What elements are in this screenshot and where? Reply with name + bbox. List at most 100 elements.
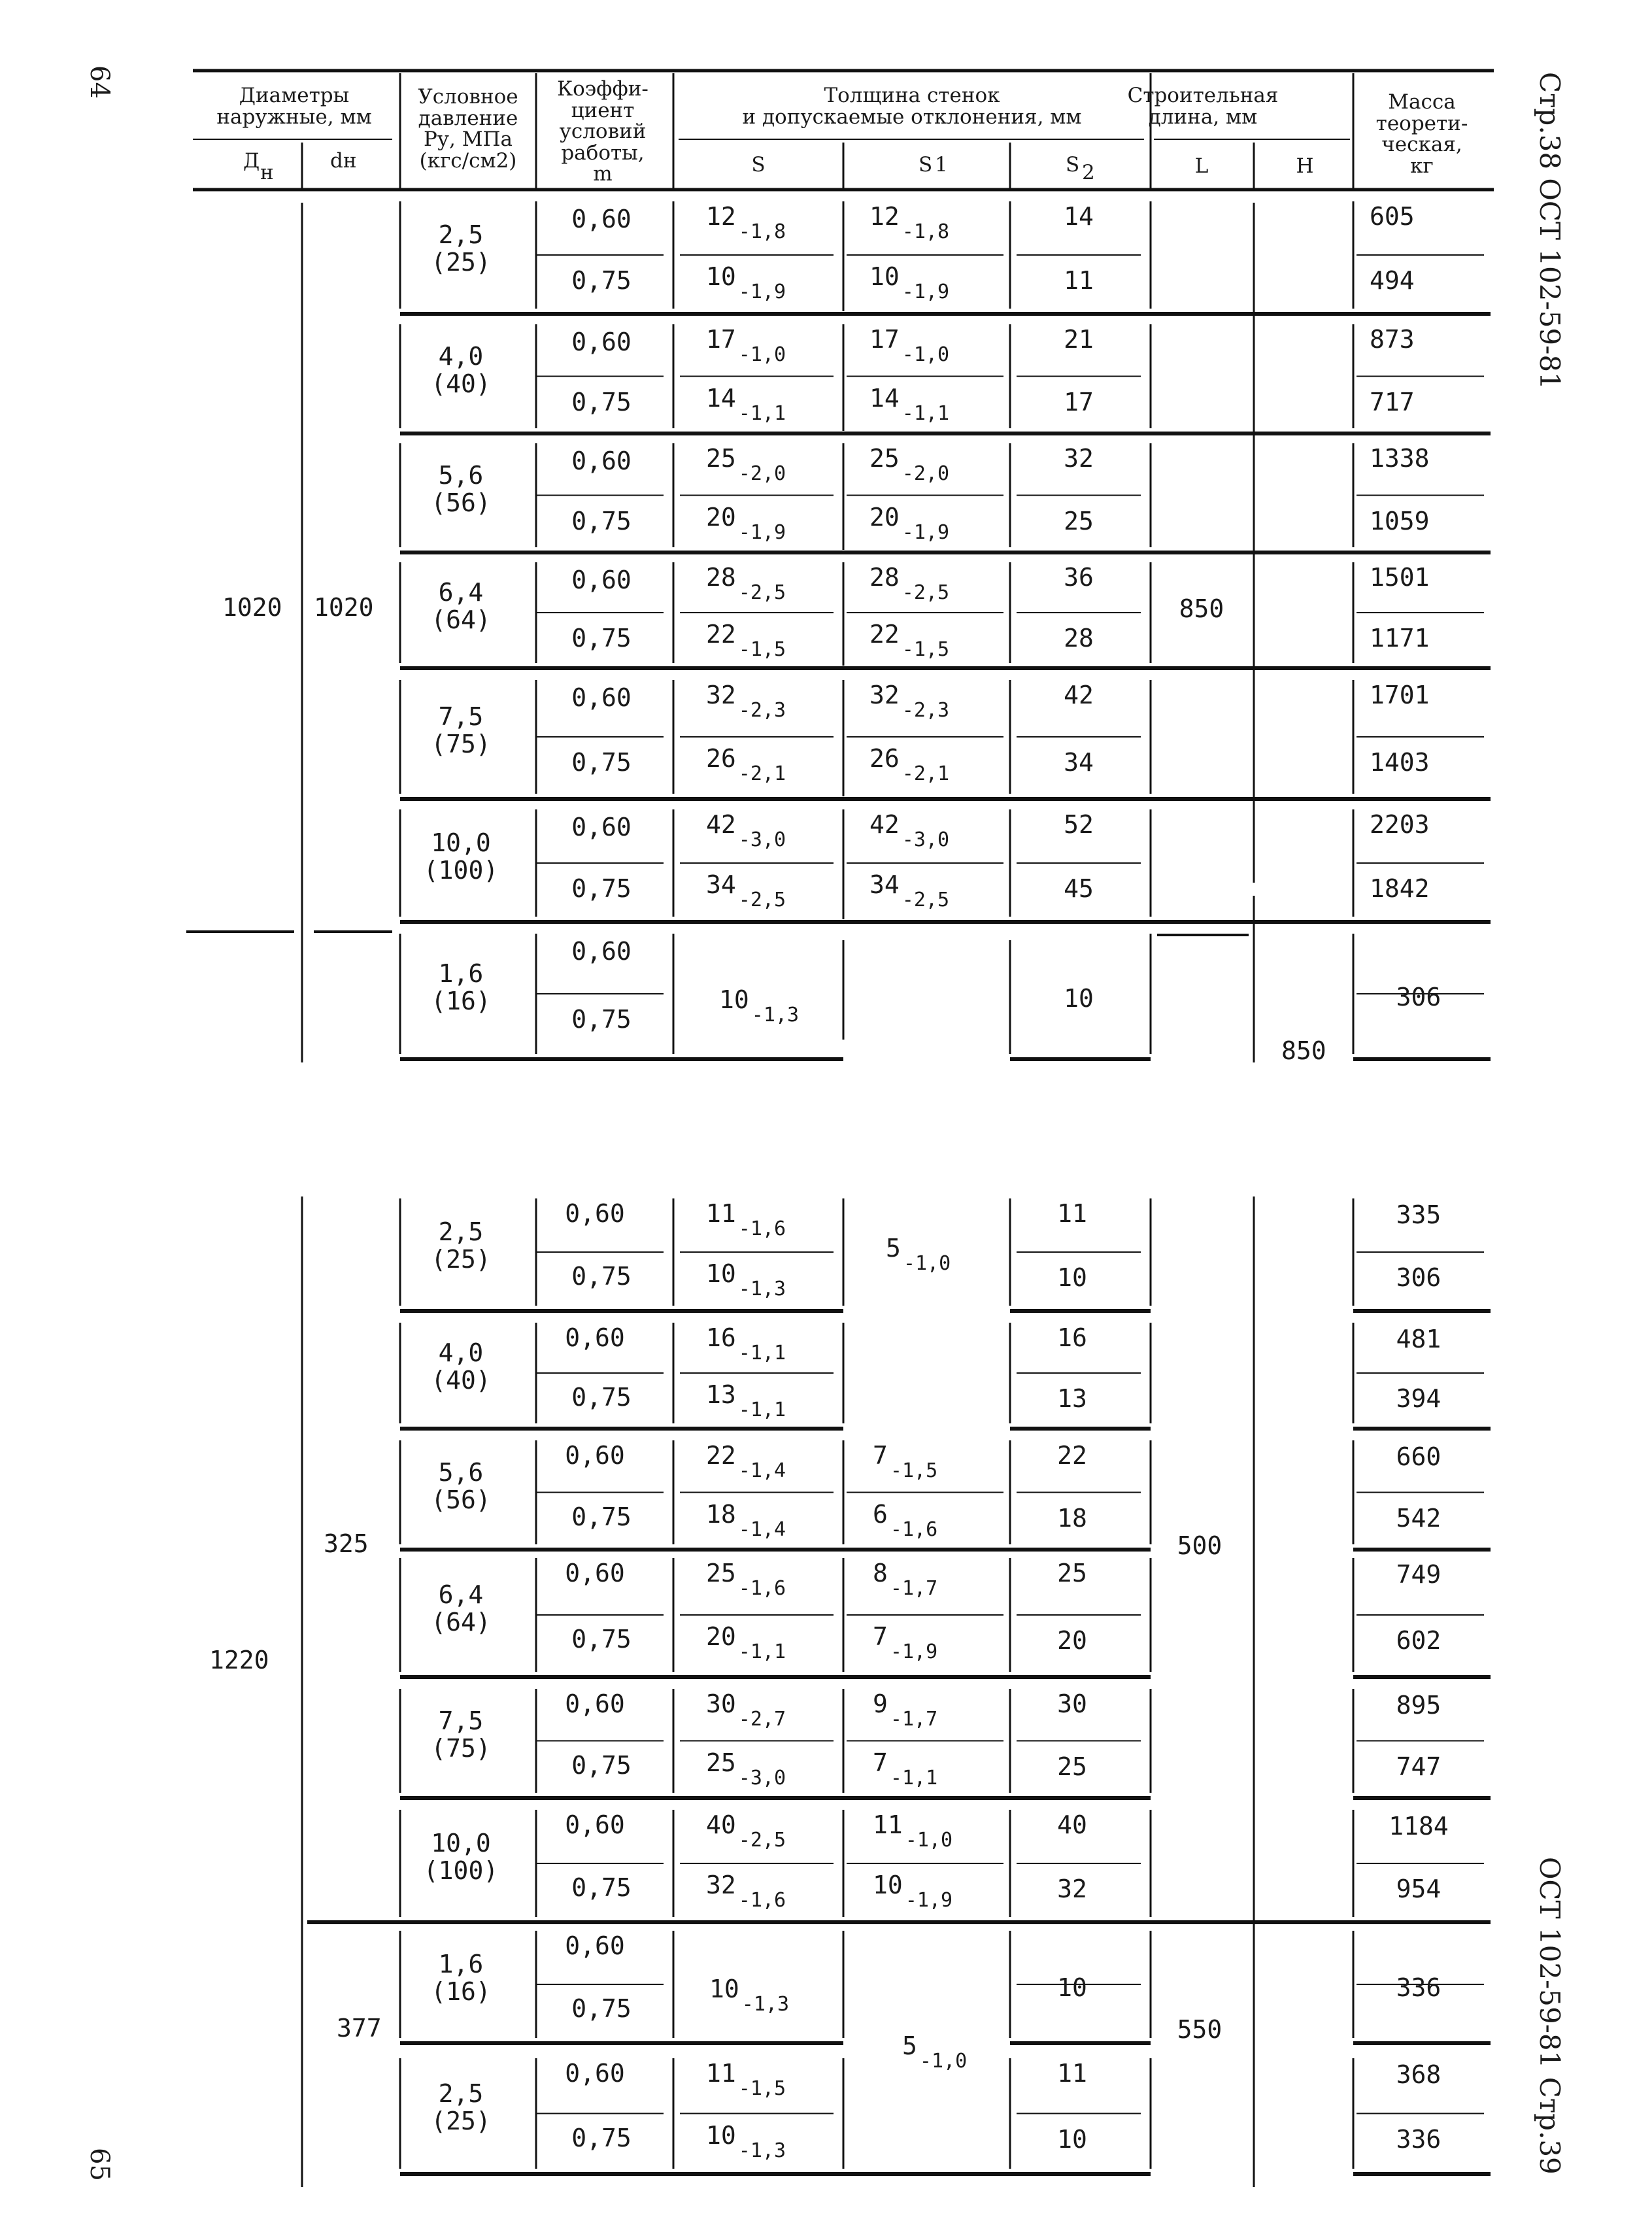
pressure-kgf: (40) — [431, 369, 491, 398]
wall-s-value: 10-1,3 — [719, 985, 800, 1027]
pressure-kgf: (16) — [431, 987, 491, 1015]
mass-value: 605 — [1370, 202, 1415, 231]
wall-s2-value: 28 — [1064, 624, 1094, 653]
pressure-mpa: 6,4 — [438, 1580, 484, 1609]
pressure-mpa: 4,0 — [438, 1338, 484, 1367]
coef-value: 0,60 — [571, 205, 632, 233]
wall-s1-value: 6-1,6 — [873, 1499, 938, 1541]
header-H: H — [1296, 154, 1314, 178]
length-L-850: 850 — [1179, 594, 1224, 623]
wall-s-value: 10-1,3 — [706, 2120, 786, 2162]
pressure-kgf: (64) — [431, 1608, 491, 1637]
mass-value: 1842 — [1370, 874, 1430, 903]
wall-s1-value: 11-1,0 — [873, 1810, 953, 1852]
branch-diameter-325: 325 — [324, 1529, 369, 1558]
wall-s2-value: 11 — [1064, 266, 1094, 295]
wall-s2-value: 10 — [1057, 2124, 1087, 2154]
wall-s-value: 13-1,1 — [706, 1380, 786, 1421]
wall-s1-value: 7-1,9 — [873, 1622, 938, 1663]
wall-s-value: 20-1,1 — [706, 1622, 786, 1663]
wall-s2-value: 10 — [1057, 1263, 1087, 1292]
wall-s-value: 25-3,0 — [706, 1748, 786, 1790]
pressure-mpa: 1,6 — [438, 959, 484, 988]
pressure-mpa: 4,0 — [438, 341, 484, 371]
branch-diameter-377: 377 — [337, 2014, 382, 2043]
wall-s-value: 25-2,0 — [706, 444, 786, 485]
coef-value: 0,75 — [571, 2123, 632, 2152]
coef-value: 0,60 — [571, 566, 632, 594]
mass-value: 1171 — [1370, 624, 1430, 653]
wall-s1-value: 32-2,3 — [869, 681, 950, 722]
pressure-kgf: (75) — [431, 1733, 491, 1763]
coef-value: 0,60 — [565, 1689, 625, 1718]
pressure-kgf: (56) — [431, 1485, 491, 1514]
wall-s1-shared-value: 5-1,0 — [902, 2031, 968, 2073]
wall-s-value: 25-1,6 — [706, 1559, 786, 1600]
mass-value: 494 — [1370, 266, 1415, 295]
coef-value: 0,75 — [571, 874, 632, 903]
pressure-kgf: (100) — [423, 856, 499, 885]
side-label-bottom: ОСТ 102-59-81 Стр.39 — [1534, 1857, 1566, 2175]
page-number-left: 64 — [84, 65, 114, 99]
wall-s1-value: 10-1,9 — [869, 262, 950, 303]
coef-value: 0,60 — [571, 447, 632, 475]
mass-value: 873 — [1370, 325, 1415, 354]
wall-s-value: 20-1,9 — [706, 502, 786, 544]
pressure-kgf: (100) — [423, 1856, 499, 1885]
wall-s2-value: 18 — [1057, 1503, 1087, 1533]
page-number-right: 65 — [84, 2148, 114, 2181]
pressure-kgf: (75) — [431, 730, 491, 758]
wall-s1-value: 28-2,5 — [869, 563, 950, 604]
header-dn-subscript: н — [260, 161, 274, 184]
wall-s2-value: 52 — [1064, 810, 1094, 839]
wall-s-value: 26-2,1 — [706, 744, 786, 785]
wall-s2-value: 32 — [1064, 444, 1094, 473]
coef-value: 0,75 — [571, 387, 632, 416]
wall-s2-value: 32 — [1057, 1875, 1087, 1903]
coef-value: 0,75 — [571, 1873, 632, 1902]
length-L-500: 500 — [1177, 1531, 1222, 1560]
pressure-mpa: 10,0 — [431, 828, 491, 857]
wall-s2-value: 11 — [1057, 2059, 1087, 2088]
pressure-mpa: 5,6 — [438, 1457, 484, 1487]
wall-s1-value: 14-1,1 — [869, 383, 950, 425]
mass-value: 660 — [1396, 1442, 1441, 1471]
wall-s-value: 18-1,4 — [706, 1499, 786, 1541]
pressure-mpa: 7,5 — [438, 1706, 484, 1735]
wall-s1-value: 42-3,0 — [869, 810, 950, 851]
pressure-kgf: (16) — [431, 1977, 491, 2006]
wall-s-value: 16-1,1 — [706, 1323, 786, 1365]
mass-value: 1701 — [1370, 681, 1430, 709]
wall-s-value: 11-1,5 — [706, 2059, 786, 2100]
header-s1: S — [919, 153, 933, 177]
mass-value: 749 — [1396, 1560, 1441, 1589]
wall-s2-value: 42 — [1064, 681, 1094, 709]
wall-s1-value: 8-1,7 — [873, 1559, 938, 1600]
coef-value: 0,60 — [565, 1559, 625, 1587]
coef-value: 0,60 — [565, 1810, 625, 1839]
pressure-kgf: (25) — [431, 248, 491, 277]
wall-s1-value: 22-1,5 — [869, 620, 950, 661]
branch-diameter-1020: 1020 — [314, 593, 374, 622]
wall-s2-value: 40 — [1057, 1810, 1087, 1839]
coef-value: 0,75 — [571, 1383, 632, 1412]
length-L-550: 550 — [1177, 2015, 1222, 2044]
mass-value: 306 — [1396, 983, 1441, 1011]
mass-value: 336 — [1396, 1973, 1441, 2002]
wall-s1-shared-value: 5-1,0 — [886, 1234, 951, 1275]
wall-s1-value: 34-2,5 — [869, 870, 950, 911]
wall-s-value: 28-2,5 — [706, 563, 786, 604]
coef-value: 0,60 — [565, 2059, 625, 2088]
header-dh: dн — [330, 149, 357, 173]
coef-value: 0,75 — [571, 1262, 632, 1291]
pressure-mpa: 2,5 — [438, 220, 484, 249]
wall-s-value: 10-1,3 — [709, 1975, 790, 2016]
mass-value: 895 — [1396, 1691, 1441, 1720]
coef-value: 0,60 — [565, 1931, 625, 1960]
wall-s1-value: 7-1,1 — [873, 1748, 938, 1790]
wall-s-value: 10-1,3 — [706, 1259, 786, 1300]
